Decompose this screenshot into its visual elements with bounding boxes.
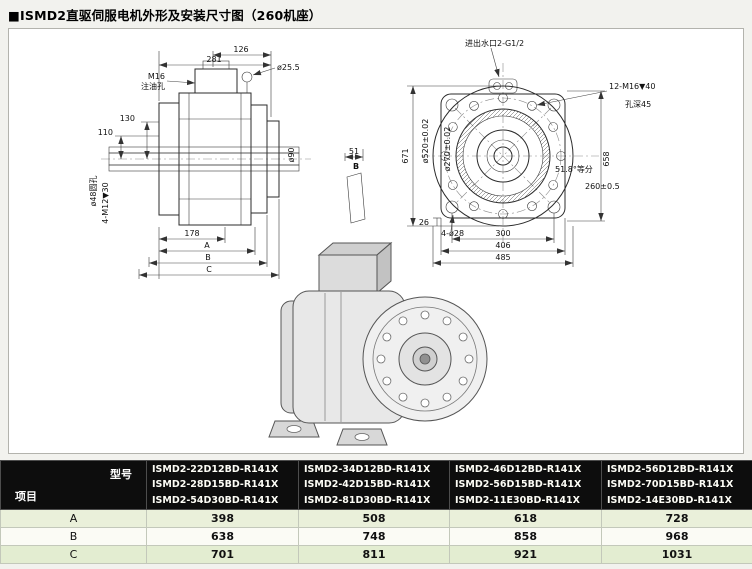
value-cell: 1031 [601,545,752,564]
dim-b: B [205,253,211,262]
fit-260-label: 260±0.5 [585,182,620,191]
dim-110: 110 [98,128,113,137]
model-name: ISMD2-56D15BD-R141X [455,479,582,491]
value-cell: 701 [146,545,299,564]
dim-300: 300 [495,229,510,238]
side-view: 281 126 M16 注油孔 ø25.5 130 110 ø48圆孔 4-M1… [89,45,311,279]
dim-eyebolt: ø25.5 [277,63,300,72]
m16-label: M16 [148,72,165,81]
dim-485: 485 [495,253,510,262]
model-name: ISMD2-54D30BD-R141X [152,494,279,506]
dim-c: C [206,265,212,274]
model-name: ISMD2-81D30BD-R141X [304,494,431,506]
model-name: ISMD2-70D15BD-R141X [607,479,734,491]
corner-header: 型号 项目 [0,460,147,510]
table-row-b: B 638 748 858 968 [0,527,752,546]
oil-hole-label: 注油孔 [141,81,165,91]
dim-51: 51 [349,147,359,156]
value-cell: 921 [449,545,602,564]
value-cell: 508 [298,509,450,528]
dim-d520: ø520±0.02 [421,119,430,164]
perspective-view [268,241,488,446]
model-name: ISMD2-34D12BD-R141X [304,464,431,476]
value-cell: 638 [146,527,299,546]
bolt-holes [440,93,566,219]
water-port-label: 进出水口2-G1/2 [465,38,524,48]
perspective-bolt-holes [376,310,474,408]
table-row-a: A 398 508 618 728 [0,509,752,528]
technical-drawing: 281 126 M16 注油孔 ø25.5 130 110 ø48圆孔 4-M1… [89,38,655,446]
dim-26: 26 [419,218,429,227]
angle-label: 51.8°等分 [555,164,593,174]
model-name: ISMD2-14E30BD-R141X [607,494,732,506]
row-label: B [0,527,147,546]
value-cell: 398 [146,509,299,528]
detail-b-label: B [353,162,359,171]
page-title: ■ISMD2直驱伺服电机外形及安装尺寸图（260机座） [8,8,322,23]
corner-bottom-label: 项目 [15,490,37,503]
corner-hole-label: 4-ø28 [441,229,464,238]
dim-406: 406 [495,241,510,250]
model-column-3: ISMD2-46D12BD-R141X ISMD2-56D15BD-R141X … [449,460,602,510]
model-name: ISMD2-42D15BD-R141X [304,479,431,491]
dim-178: 178 [184,229,199,238]
model-name: ISMD2-56D12BD-R141X [607,464,734,476]
corner-top-label: 型号 [110,468,132,481]
bolt-spec-label: 12-M16▼40 [609,82,655,91]
dim-671: 671 [401,148,410,163]
value-cell: 748 [298,527,450,546]
hole-depth-label: 孔深45 [625,100,651,109]
drawing-panel: 281 126 M16 注油孔 ø25.5 130 110 ø48圆孔 4-M1… [8,28,744,454]
value-cell: 618 [449,509,602,528]
model-name: ISMD2-11E30BD-R141X [455,494,580,506]
front-view: 进出水口2-G1/2 671 ø520±0.02 ø270±0.02 658 1… [401,38,655,267]
dim-d90: ø90 [287,147,296,162]
table-header-row: 型号 项目 ISMD2-22D12BD-R141X ISMD2-28D15BD-… [0,460,752,510]
dim-658: 658 [602,151,611,166]
model-name: ISMD2-46D12BD-R141X [455,464,582,476]
model-name: ISMD2-22D12BD-R141X [152,464,279,476]
shaft-bore-label: ø48圆孔 [89,175,98,206]
model-column-4: ISMD2-56D12BD-R141X ISMD2-70D15BD-R141X … [601,460,752,510]
spec-table: 型号 项目 ISMD2-22D12BD-R141X ISMD2-28D15BD-… [0,460,752,564]
value-cell: 728 [601,509,752,528]
dim-a: A [204,241,210,250]
value-cell: 858 [449,527,602,546]
value-cell: 811 [298,545,450,564]
model-column-2: ISMD2-34D12BD-R141X ISMD2-42D15BD-R141X … [298,460,450,510]
detail-view-b: B 51 [344,147,366,224]
dim-126: 126 [233,45,248,54]
m12-holes-label: 4-M12▼30 [101,182,110,223]
dim-d270: ø270±0.02 [443,127,452,172]
dim-130: 130 [120,114,135,123]
table-row-c: C 701 811 921 1031 [0,545,752,564]
model-name: ISMD2-28D15BD-R141X [152,479,279,491]
row-label: C [0,545,147,564]
dim-281: 281 [206,55,221,64]
row-label: A [0,509,147,528]
model-column-1: ISMD2-22D12BD-R141X ISMD2-28D15BD-R141X … [146,460,299,510]
value-cell: 968 [601,527,752,546]
